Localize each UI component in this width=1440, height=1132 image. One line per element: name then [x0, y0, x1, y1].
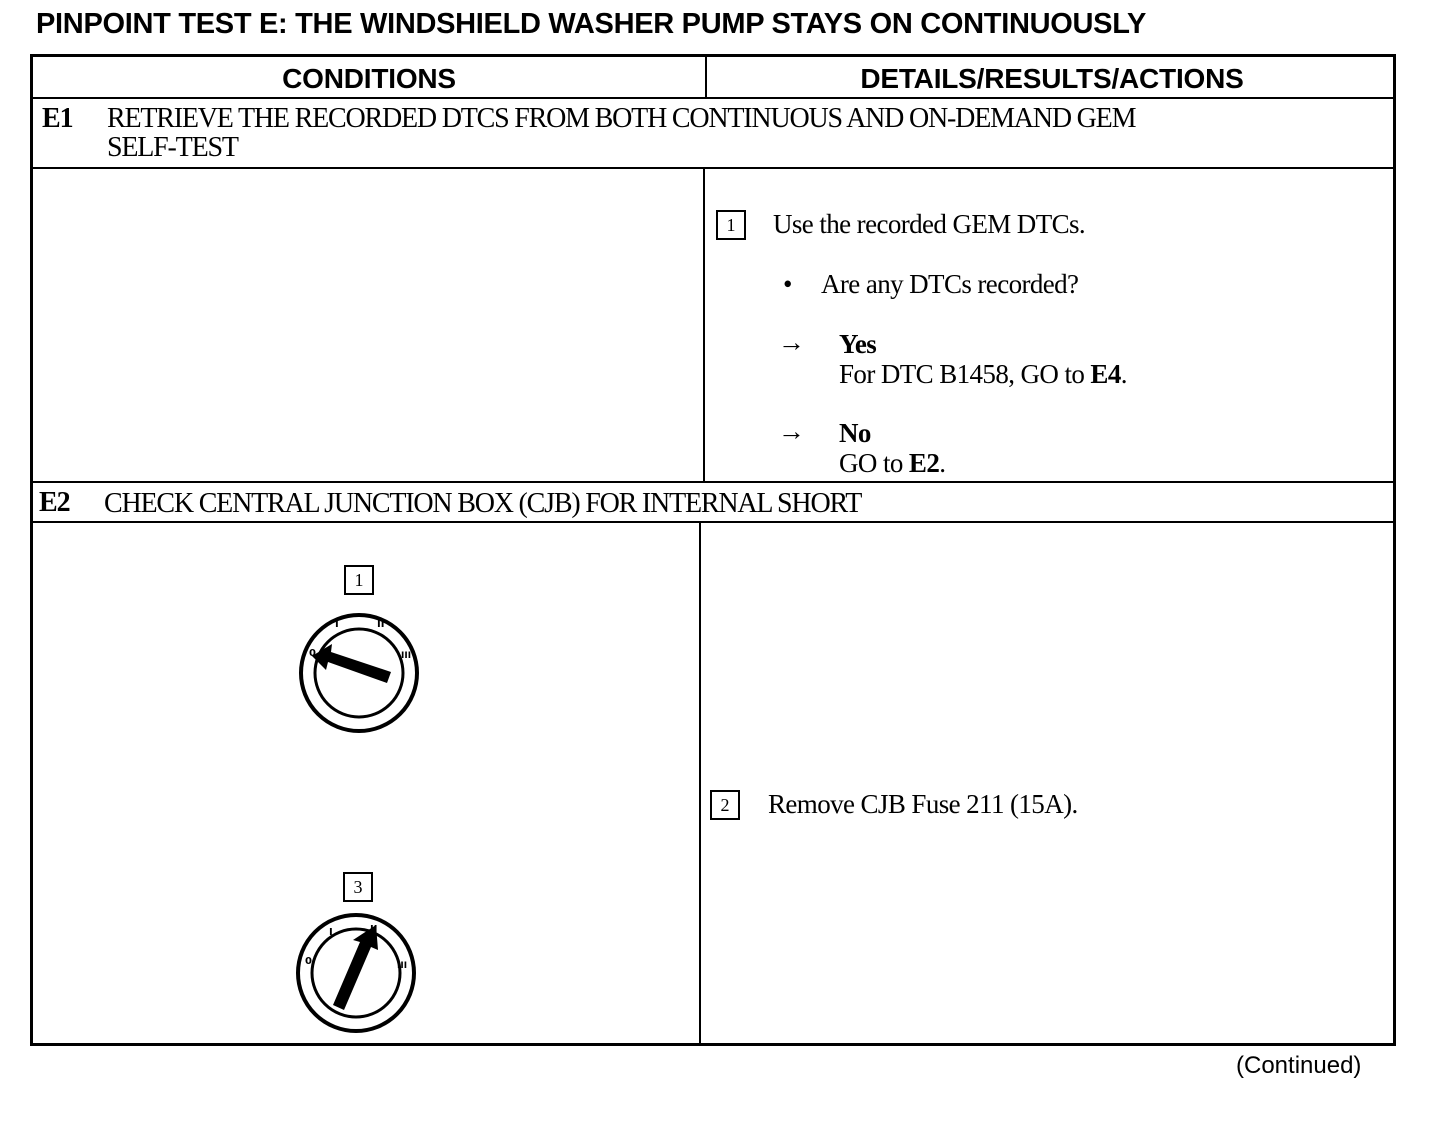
e1-step1-text: Use the recorded GEM DTCs. [773, 209, 1086, 239]
e1-step-title-line2: SELF-TEST [107, 132, 239, 163]
page-title: PINPOINT TEST E: THE WINDSHIELD WASHER P… [36, 8, 1146, 40]
conditions-header: CONDITIONS [282, 63, 456, 94]
e2-step-id: E2 [39, 487, 71, 518]
ignition-switch-off-icon: 0 I II III [299, 613, 419, 733]
bullet: • [783, 269, 792, 299]
details-header: DETAILS/RESULTS/ACTIONS [860, 63, 1244, 94]
e2-title-divider [33, 521, 1393, 523]
e2-column-divider [699, 521, 701, 1046]
ignition-switch-run-icon: 0 I II III [296, 913, 416, 1033]
yes-label: Yes [839, 329, 877, 359]
dial1-label-3: III [401, 651, 411, 661]
e1-title-divider [33, 167, 1393, 169]
dial3-label-3: III [397, 961, 407, 971]
header-column-divider [705, 57, 707, 97]
no-label: No [839, 418, 871, 448]
yes-arrow: → [778, 327, 805, 357]
dial1-label-1: I [335, 619, 339, 630]
dial1-number-box: 1 [344, 565, 374, 595]
yes-action-target: E4 [1090, 359, 1121, 389]
dial1-label-2: II [377, 619, 384, 630]
no-action-target: E2 [908, 448, 940, 478]
no-arrow: → [778, 416, 805, 446]
yes-action-suffix: . [1120, 359, 1128, 389]
dial1-label-0: 0 [309, 648, 316, 659]
e1-column-divider [703, 167, 705, 481]
e2-step2-number-box: 2 [710, 790, 740, 820]
e1-question: Are any DTCs recorded? [821, 269, 1079, 299]
e1-step1-number-box: 1 [716, 210, 746, 240]
yes-action-prefix: For DTC B1458, GO to [839, 359, 1091, 389]
no-action-suffix: . [939, 448, 946, 478]
dial3-label-0: 0 [305, 956, 312, 967]
pinpoint-table: CONDITIONS DETAILS/RESULTS/ACTIONS E1 RE… [30, 54, 1396, 1046]
yes-action: For DTC B1458, GO to E4. [839, 359, 1128, 390]
continued-note: (Continued) [1236, 1052, 1362, 1079]
no-action-prefix: GO to [839, 448, 909, 478]
e1-end-divider [33, 481, 1393, 483]
no-action: GO to E2. [839, 448, 946, 479]
e1-step-title-line1: RETRIEVE THE RECORDED DTCS FROM BOTH CON… [107, 103, 1136, 134]
e1-step-id: E1 [42, 103, 74, 134]
e2-step2-text: Remove CJB Fuse 211 (15A). [768, 789, 1078, 819]
dial3-label-1: I [329, 927, 333, 938]
e2-step-title: CHECK CENTRAL JUNCTION BOX (CJB) FOR INT… [104, 488, 862, 519]
header-divider [33, 97, 1393, 99]
dial3-number-box: 3 [343, 872, 373, 902]
